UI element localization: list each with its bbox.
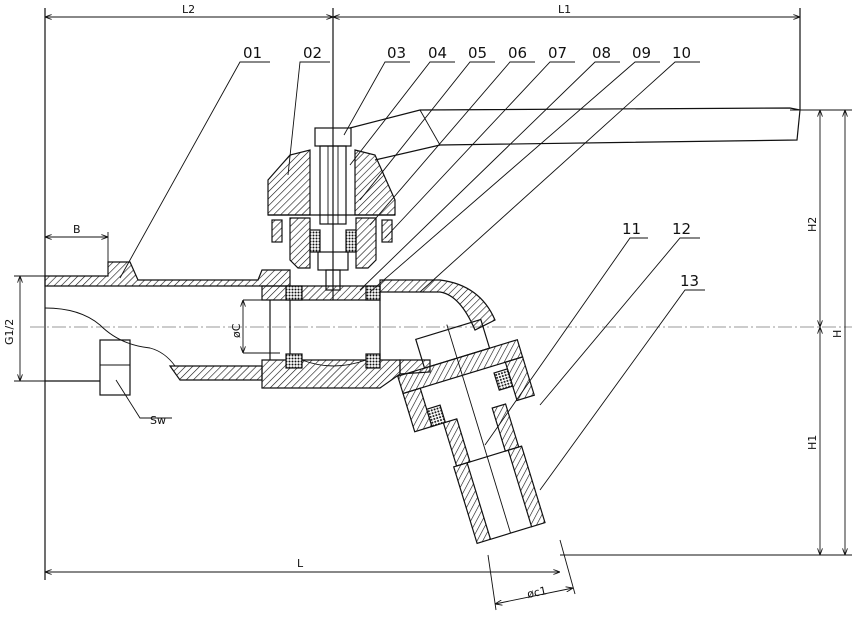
part-label-11: 11	[622, 220, 641, 238]
part-label-06: 06	[508, 44, 527, 62]
dim-B: B	[73, 223, 81, 236]
part-label-05: 05	[468, 44, 487, 62]
outlet-spout	[397, 318, 546, 545]
valve-body	[44, 261, 496, 396]
part-labels: 01 02 03 04 05 06 07 08 09 10 11 12 13	[243, 44, 699, 290]
extension-lines	[14, 8, 852, 580]
part-label-07: 07	[548, 44, 567, 62]
part-label-04: 04	[428, 44, 447, 62]
dim-C: øC	[230, 323, 243, 338]
dim-L: L	[297, 557, 304, 570]
part-label-09: 09	[632, 44, 651, 62]
dim-H2: H2	[806, 217, 819, 232]
part-label-13: 13	[680, 272, 699, 290]
part-label-02: 02	[303, 44, 322, 62]
leader-lines	[119, 61, 705, 491]
part-label-08: 08	[592, 44, 611, 62]
dim-Sw: Sw	[150, 414, 166, 427]
dim-H1: H1	[806, 435, 819, 450]
part-label-01: 01	[243, 44, 262, 62]
part-label-03: 03	[387, 44, 406, 62]
part-label-12: 12	[672, 220, 691, 238]
stem-assembly	[267, 127, 396, 291]
lever-handle	[349, 107, 801, 161]
dim-L2: L2	[182, 3, 195, 16]
dim-L1: L1	[558, 3, 571, 16]
dim-c1: øc1	[526, 584, 548, 601]
part-label-10: 10	[672, 44, 691, 62]
dim-G: G1/2	[3, 319, 16, 345]
dimension-lines	[20, 17, 845, 611]
dim-H: H	[831, 330, 844, 338]
